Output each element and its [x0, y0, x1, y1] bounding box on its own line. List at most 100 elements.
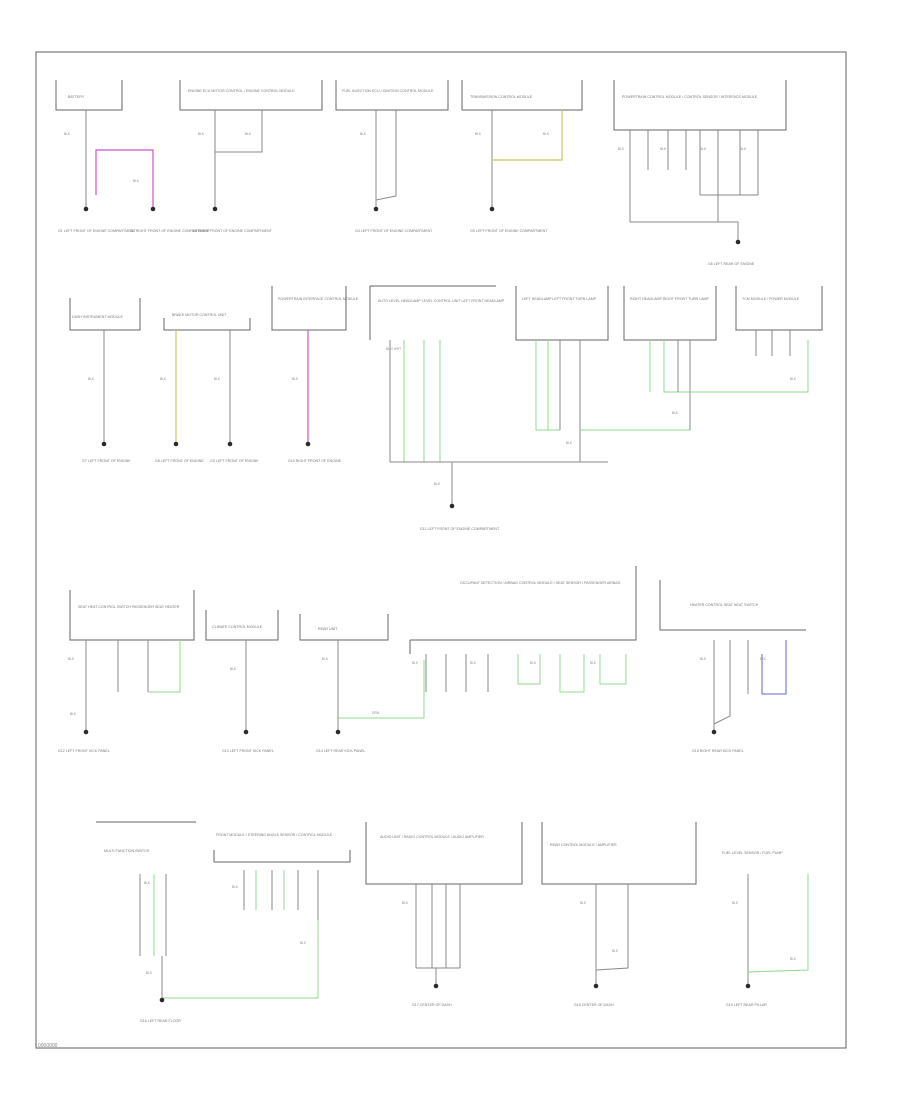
svg-text:DASH INSTRUMENT MODULE: DASH INSTRUMENT MODULE: [72, 315, 123, 319]
auto-level-group: AUTO LEVEL HEADLAMP LEVEL CONTROL UNIT L…: [369, 285, 608, 531]
svg-text:FUEL INJECTION ECU / IGNITION: FUEL INJECTION ECU / IGNITION CONTROL MO…: [342, 89, 434, 93]
svg-text:BLK: BLK: [214, 377, 221, 381]
svg-text:BLK: BLK: [292, 377, 299, 381]
svg-text:BLK: BLK: [412, 661, 419, 665]
svg-text:BLK: BLK: [232, 885, 239, 889]
svg-text:BLK: BLK: [760, 657, 767, 661]
svg-text:BLK: BLK: [434, 482, 441, 486]
svg-text:BLK: BLK: [618, 147, 625, 151]
svg-text:BLK: BLK: [300, 941, 307, 945]
occupant-group: OCCUPANT DETECTION / AIRBAG CONTROL MODU…: [409, 566, 637, 693]
svg-text:TRANSMISSION CONTROL MODULE: TRANSMISSION CONTROL MODULE: [470, 95, 533, 99]
svg-text:BLK: BLK: [160, 377, 167, 381]
svg-text:BLK: BLK: [360, 132, 367, 136]
svg-text:BLK: BLK: [64, 132, 71, 136]
svg-text:CLIMATE CONTROL MODULE: CLIMATE CONTROL MODULE: [212, 625, 263, 629]
svg-text:G14 LEFT REAR KICK PANEL: G14 LEFT REAR KICK PANEL: [316, 749, 365, 753]
svg-text:BLK: BLK: [590, 661, 597, 665]
svg-text:BLK: BLK: [470, 661, 477, 665]
brake-motor-group: BRAKE MOTOR CONTROL UNIT BLK BLK G8 LEFT…: [155, 313, 259, 463]
svg-text:REAR CONTROL MODULE / AMPLIFIE: REAR CONTROL MODULE / AMPLIFIER: [550, 843, 617, 847]
svg-text:G15 RIGHT REAR KICK PANEL: G15 RIGHT REAR KICK PANEL: [692, 749, 744, 753]
front-module-group: FRONT MODULE / STEERING ANGLE SENSOR / C…: [213, 833, 351, 945]
svg-text:POWERTRAIN CONTROL MODULE / CO: POWERTRAIN CONTROL MODULE / CONTROL SENS…: [622, 95, 758, 99]
svg-text:BLK: BLK: [530, 661, 537, 665]
tcm-module-group: TCM MODULE / POWER MODULE BLK: [735, 286, 823, 381]
svg-text:LEFT HEADLAMP LEFT FRONT TURN: LEFT HEADLAMP LEFT FRONT TURN LAMP: [522, 297, 597, 301]
svg-text:BLK: BLK: [790, 957, 797, 961]
svg-text:BLK: BLK: [732, 901, 739, 905]
svg-text:G7 LEFT FRONT OF ENGINE: G7 LEFT FRONT OF ENGINE: [82, 459, 131, 463]
svg-text:BLK: BLK: [146, 971, 153, 975]
svg-text:BLK: BLK: [70, 712, 77, 716]
svg-text:FRONT MODULE / STEERING ANGLE: FRONT MODULE / STEERING ANGLE SENSOR / C…: [216, 833, 333, 837]
diagram-frame: [35, 51, 847, 1049]
svg-text:G8 LEFT FRONT OF ENGINE: G8 LEFT FRONT OF ENGINE: [155, 459, 204, 463]
svg-text:TCM MODULE / POWER MODULE: TCM MODULE / POWER MODULE: [742, 297, 800, 301]
svg-text:BLK: BLK: [402, 901, 409, 905]
svg-text:BLK: BLK: [133, 179, 140, 183]
svg-text:GRN: GRN: [372, 711, 380, 715]
fuel-level-group: FUEL LEVEL SENSOR / FUEL PUMP BLK BLK G1…: [722, 851, 809, 1007]
svg-text:BLK: BLK: [245, 132, 252, 136]
seat-heat-group: SEAT HEAT CONTROL SWITCH PASSENGER SEAT …: [58, 590, 195, 753]
svg-text:AUDIO UNIT / RADIO CONTROL MOD: AUDIO UNIT / RADIO CONTROL MODULE / AUDI…: [380, 835, 484, 839]
svg-text:BLK: BLK: [198, 132, 205, 136]
svg-text:POWERTRAIN INTERFACE CONTROL M: POWERTRAIN INTERFACE CONTROL MODULE: [278, 297, 359, 301]
ground-label: G2 RIGHT FRONT OF ENGINE COMPARTMENT: [130, 229, 211, 233]
svg-text:G12 LEFT FRONT KICK PANEL: G12 LEFT FRONT KICK PANEL: [58, 749, 110, 753]
svg-text:ENGINE ECU MOTOR CONTROL / ENG: ENGINE ECU MOTOR CONTROL / ENGINE CONTRO…: [188, 89, 295, 93]
power-module-group: POWERTRAIN INTERFACE CONTROL MODULE BLK …: [271, 286, 359, 463]
svg-text:BLK: BLK: [700, 657, 707, 661]
engine-ecu-group: ENGINE ECU MOTOR CONTROL / ENGINE CONTRO…: [179, 80, 323, 233]
svg-text:BLK: BLK: [144, 881, 151, 885]
heater-control-group: HEATER CONTROL SEAT HEAT SWITCH BLK BLK …: [659, 580, 806, 753]
svg-text:G18 CENTER OF DASH: G18 CENTER OF DASH: [574, 1003, 614, 1007]
svg-text:G5 LEFT FRONT OF ENGINE COMPAR: G5 LEFT FRONT OF ENGINE COMPARTMENT: [470, 229, 548, 233]
climate-group: CLIMATE CONTROL MODULE BLK G13 LEFT FRON…: [205, 610, 279, 753]
battery-group: BATTERY BLK BLK G1 LEFT FRONT OF ENGINE …: [55, 80, 211, 233]
svg-text:BLK: BLK: [566, 441, 573, 445]
audio-unit-group: AUDIO UNIT / RADIO CONTROL MODULE / AUDI…: [365, 822, 523, 1007]
svg-text:G4 LEFT FRONT OF ENGINE COMPAR: G4 LEFT FRONT OF ENGINE COMPARTMENT: [355, 229, 433, 233]
battery-label: BATTERY: [68, 95, 85, 99]
right-head-group: RIGHT HEADLAMP RIGHT FRONT TURN LAMP BLK: [623, 286, 809, 430]
svg-text:BLK: BLK: [475, 132, 482, 136]
rear-unit-group: REAR UNIT BLK GRN G14 LEFT REAR KICK PAN…: [299, 614, 425, 753]
svg-text:BLK: BLK: [580, 901, 587, 905]
svg-text:G3 RIGHT FRONT OF ENGINE COMPA: G3 RIGHT FRONT OF ENGINE COMPARTMENT: [192, 229, 273, 233]
svg-text:BLK: BLK: [612, 949, 619, 953]
svg-text:BLK/ WHT: BLK/ WHT: [386, 347, 401, 351]
svg-text:MULTI FUNCTION SWITCH: MULTI FUNCTION SWITCH: [104, 849, 150, 853]
svg-text:FUEL LEVEL SENSOR / FUEL PUMP: FUEL LEVEL SENSOR / FUEL PUMP: [722, 851, 783, 855]
multi-top-group: POWERTRAIN CONTROL MODULE / CONTROL SENS…: [613, 80, 787, 266]
svg-text:BLK: BLK: [790, 377, 797, 381]
svg-text:HEATER CONTROL SEAT HEAT SWITC: HEATER CONTROL SEAT HEAT SWITCH: [690, 603, 759, 607]
svg-text:G11 LEFT FRONT OF ENGINE COMPA: G11 LEFT FRONT OF ENGINE COMPARTMENT: [420, 527, 500, 531]
fuel-ecu-group: FUEL INJECTION ECU / IGNITION CONTROL MO…: [335, 80, 449, 233]
ground-symbol: [150, 206, 156, 212]
svg-text:G6 LEFT REAR OF ENGINE: G6 LEFT REAR OF ENGINE: [708, 262, 755, 266]
trans-ecu-group: TRANSMISSION CONTROL MODULE BLK BLK G5 L…: [461, 80, 583, 233]
left-head-group: LEFT HEADLAMP LEFT FRONT TURN LAMP BLK: [515, 286, 691, 462]
svg-text:BRAKE MOTOR CONTROL UNIT: BRAKE MOTOR CONTROL UNIT: [172, 313, 227, 317]
svg-text:G9 LEFT FRONT OF ENGINE: G9 LEFT FRONT OF ENGINE: [210, 459, 259, 463]
svg-text:BLK: BLK: [672, 411, 679, 415]
svg-text:BLK: BLK: [88, 377, 95, 381]
ground-symbol: [83, 206, 89, 212]
svg-text:OCCUPANT DETECTION / AIRBAG CO: OCCUPANT DETECTION / AIRBAG CONTROL MODU…: [460, 581, 621, 585]
svg-text:AUTO LEVEL HEADLAMP LEVEL CONT: AUTO LEVEL HEADLAMP LEVEL CONTROL UNIT L…: [378, 299, 505, 303]
svg-text:BLK: BLK: [322, 657, 329, 661]
svg-text:BLK: BLK: [660, 147, 667, 151]
page-id-label: 0000000: [38, 1043, 58, 1049]
dash-module-group: DASH INSTRUMENT MODULE BLK G7 LEFT FRONT…: [69, 298, 141, 463]
svg-text:SEAT HEAT CONTROL SWITCH PASSE: SEAT HEAT CONTROL SWITCH PASSENGER SEAT …: [78, 605, 180, 609]
svg-text:BLK: BLK: [543, 132, 550, 136]
svg-text:G17 CENTER OF DASH: G17 CENTER OF DASH: [412, 1003, 452, 1007]
svg-text:G19 LEFT REAR PILLAR: G19 LEFT REAR PILLAR: [726, 1003, 767, 1007]
svg-text:RIGHT HEADLAMP RIGHT FRONT TUR: RIGHT HEADLAMP RIGHT FRONT TURN LAMP: [630, 297, 710, 301]
svg-text:G10 RIGHT FRONT OF ENGINE: G10 RIGHT FRONT OF ENGINE: [288, 459, 342, 463]
svg-text:BLK: BLK: [68, 657, 75, 661]
svg-text:REAR UNIT: REAR UNIT: [318, 627, 338, 631]
